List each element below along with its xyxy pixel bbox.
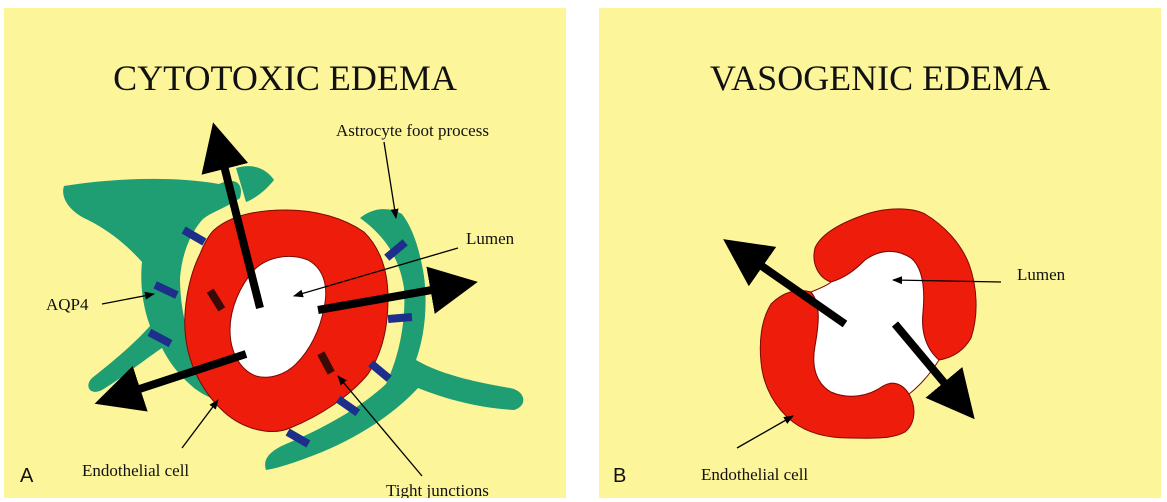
panel-vasogenic-edema: VASOGENIC EDEMA Lumen Endothelial cell B [599,8,1161,498]
label-astrocyte-foot-process: Astrocyte foot process [336,121,489,140]
leader-endothelial [182,400,218,448]
vasogenic-diagram: VASOGENIC EDEMA Lumen Endothelial cell B [599,8,1161,498]
label-endothelial-cell: Endothelial cell [82,461,189,480]
label-lumen: Lumen [466,229,515,248]
panel-title: CYTOTOXIC EDEMA [113,58,457,98]
leader-endothelial [737,416,793,448]
panel-letter: A [20,465,34,487]
cytotoxic-diagram: CYTOTOXIC EDEMA [4,8,566,498]
label-tight-junctions: Tight junctions [386,481,489,498]
astrocyte-foot-process-top [236,166,274,202]
panel-letter: B [613,465,626,487]
leader-astrocyte [384,142,396,218]
aqp4-channel [368,360,392,382]
label-endothelial-cell: Endothelial cell [701,465,808,484]
label-aqp4: AQP4 [46,295,89,314]
panel-title: VASOGENIC EDEMA [710,58,1050,98]
label-lumen: Lumen [1017,265,1066,284]
panel-cytotoxic-edema: CYTOTOXIC EDEMA [4,8,566,498]
